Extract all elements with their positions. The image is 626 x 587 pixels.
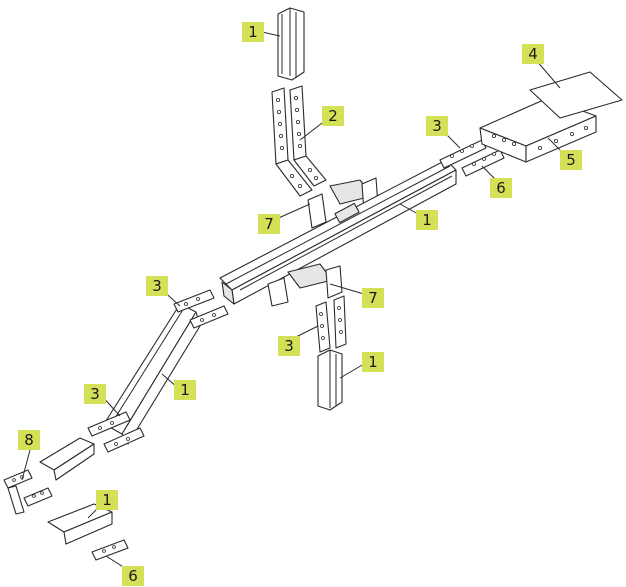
svg-text:3: 3 bbox=[432, 117, 442, 135]
callout-1-top: 1 bbox=[242, 22, 264, 42]
callout-3-right: 3 bbox=[426, 116, 448, 136]
svg-text:1: 1 bbox=[248, 23, 258, 41]
svg-text:6: 6 bbox=[496, 179, 506, 197]
vertical-channel-bottom bbox=[317, 349, 343, 411]
short-channel-left bbox=[39, 437, 95, 481]
callout-4: 4 bbox=[522, 44, 544, 64]
tee-fitting-lower bbox=[267, 263, 343, 307]
svg-text:4: 4 bbox=[528, 45, 538, 63]
svg-text:3: 3 bbox=[284, 337, 294, 355]
vertical-bend-connector bbox=[271, 85, 327, 197]
diagonal-splice-connectors bbox=[87, 289, 229, 453]
svg-text:1: 1 bbox=[102, 491, 112, 509]
svg-text:1: 1 bbox=[368, 353, 378, 371]
callout-8: 8 bbox=[18, 430, 40, 450]
callout-3-diagonal-top: 3 bbox=[146, 276, 168, 296]
callout-7-lower: 7 bbox=[362, 288, 384, 308]
svg-text:6: 6 bbox=[128, 567, 138, 585]
svg-text:2: 2 bbox=[328, 107, 338, 125]
svg-text:7: 7 bbox=[264, 215, 274, 233]
callout-3-diagonal-bottom: 3 bbox=[84, 384, 106, 404]
callout-6-right: 6 bbox=[490, 178, 512, 198]
tee-fitting-upper bbox=[307, 177, 379, 229]
callout-3-lower: 3 bbox=[278, 336, 300, 356]
lower-vertical-connectors bbox=[315, 295, 347, 353]
callout-7-upper: 7 bbox=[258, 214, 280, 234]
svg-text:1: 1 bbox=[422, 211, 432, 229]
end-connector-bottom bbox=[91, 539, 129, 561]
svg-text:3: 3 bbox=[152, 277, 162, 295]
svg-text:3: 3 bbox=[90, 385, 100, 403]
callout-1-bottom-vertical: 1 bbox=[362, 352, 384, 372]
svg-text:1: 1 bbox=[180, 381, 190, 399]
short-channel-bottom bbox=[47, 503, 113, 545]
callout-1-diagonal: 1 bbox=[174, 380, 196, 400]
corner-connector bbox=[3, 469, 53, 515]
callout-1-main: 1 bbox=[416, 210, 438, 230]
main-straight-channel bbox=[219, 159, 457, 305]
callout-5: 5 bbox=[560, 150, 582, 170]
svg-text:8: 8 bbox=[24, 431, 34, 449]
callout-1-bottom-left: 1 bbox=[96, 490, 118, 510]
svg-text:7: 7 bbox=[368, 289, 378, 307]
tray-cover bbox=[529, 71, 623, 119]
right-splice-connectors bbox=[439, 139, 505, 177]
callout-2: 2 bbox=[322, 106, 344, 126]
callout-6-bottom: 6 bbox=[122, 566, 144, 586]
vertical-channel-top bbox=[277, 7, 305, 81]
svg-text:5: 5 bbox=[566, 151, 576, 169]
